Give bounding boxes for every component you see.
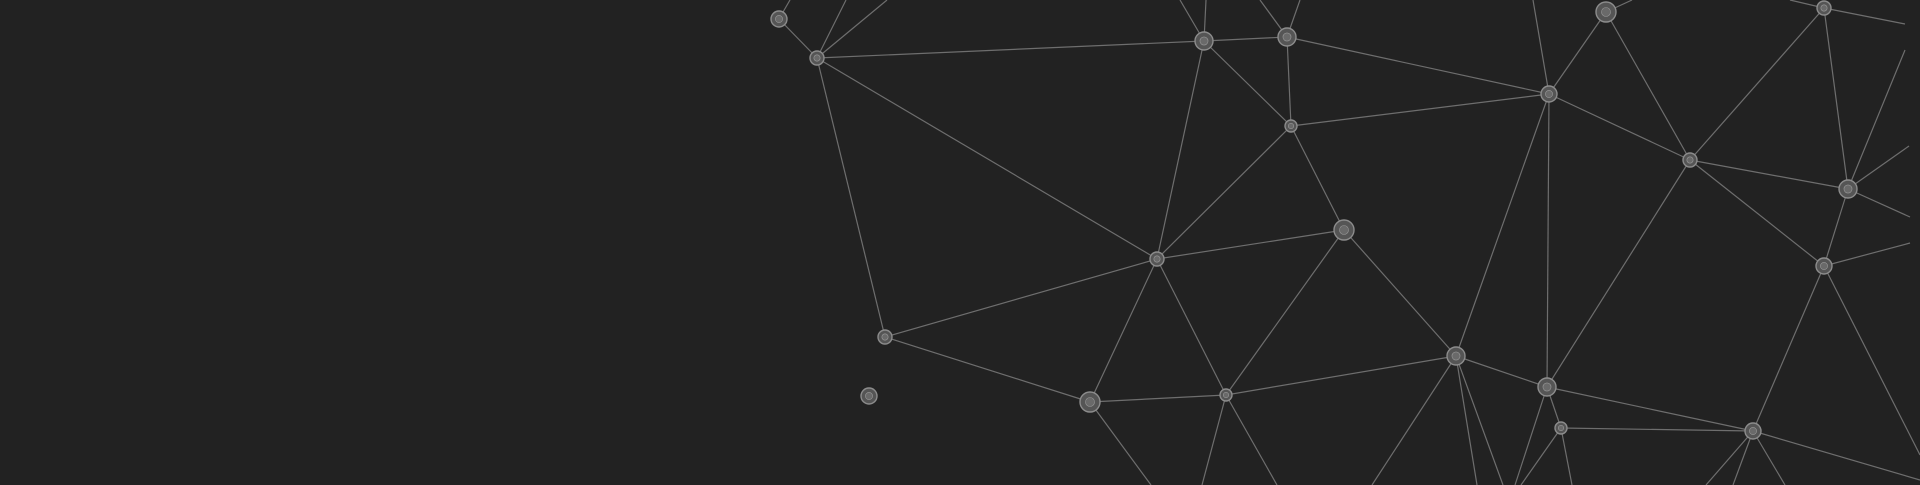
network-nodes: [770, 0, 1858, 440]
network-edge: [1371, 355, 1457, 485]
network-edge: [884, 336, 1091, 403]
network-edge: [1560, 427, 1754, 432]
network-edge: [1156, 40, 1205, 260]
network-edge: [1847, 145, 1910, 190]
network-edge: [1455, 93, 1550, 357]
network-node-core: [1820, 262, 1828, 270]
network-node-core: [1282, 32, 1292, 42]
network-edge: [1546, 159, 1691, 388]
network-edge: [1455, 355, 1548, 388]
network-edge: [816, 57, 1158, 260]
network-edge: [1156, 258, 1227, 396]
network-edge: [1514, 386, 1548, 485]
network-edge: [1156, 229, 1345, 260]
network-edge: [1203, 40, 1292, 127]
network-edge: [1343, 229, 1457, 357]
network-edge: [816, 0, 847, 59]
network-edge: [1548, 93, 1691, 161]
network-edge: [1201, 394, 1227, 485]
network-edge: [1225, 229, 1345, 396]
network-node-core: [1339, 225, 1349, 235]
network-node-core: [1601, 7, 1611, 17]
network-edge: [1823, 242, 1911, 267]
network-node-core: [1542, 382, 1552, 392]
network-node-core: [1545, 90, 1553, 98]
network-node-core: [1558, 424, 1565, 431]
network-edge: [1546, 386, 1754, 432]
network-edge: [1290, 125, 1345, 231]
network-node-core: [1288, 123, 1295, 130]
network-edge: [1689, 7, 1825, 161]
network-node-core: [1686, 156, 1694, 164]
network-node-core: [1085, 397, 1095, 407]
network-edge: [1705, 430, 1754, 485]
network-edge: [1520, 427, 1562, 485]
network-edge: [1203, 36, 1288, 42]
network-edge: [1689, 159, 1849, 190]
network-edge: [778, 18, 818, 59]
network-node-core: [865, 392, 873, 400]
network-edge: [1089, 401, 1152, 485]
network-node-core: [881, 333, 889, 341]
network-node-core: [1199, 36, 1209, 46]
network-node-core: [813, 54, 821, 62]
network-edge: [1752, 430, 1786, 485]
network-edge: [1560, 427, 1573, 485]
network-edge: [1847, 49, 1906, 190]
network-edge: [1286, 36, 1550, 95]
network-edge: [1823, 188, 1849, 267]
network-edge: [1225, 394, 1278, 485]
network-edge: [1548, 11, 1607, 95]
network-node-core: [1843, 184, 1853, 194]
network-edge: [1455, 355, 1478, 485]
network-edges: [778, 0, 1920, 485]
network-edge: [1089, 394, 1227, 403]
network-edge: [816, 57, 886, 338]
network-edge: [816, 0, 888, 59]
network-edge: [1532, 0, 1550, 95]
network-edge: [1752, 265, 1825, 432]
network-edge: [1823, 7, 1849, 190]
network-edge: [1752, 430, 1920, 481]
network-edge: [1689, 159, 1825, 267]
network-edge: [1290, 93, 1550, 127]
network-edge: [1089, 258, 1158, 403]
network-edge: [1455, 355, 1504, 485]
network-node-core: [1451, 351, 1461, 361]
network-node-core: [1749, 427, 1757, 435]
network-edge: [1847, 188, 1911, 218]
network-edge: [816, 40, 1205, 59]
network-edge: [1546, 93, 1550, 388]
network-edge: [1732, 430, 1754, 485]
network-edge: [1156, 125, 1292, 260]
network-edge: [1823, 7, 1906, 25]
network-node-core: [1820, 4, 1828, 12]
network-edge: [1286, 36, 1292, 127]
network-node-core: [775, 15, 783, 23]
network-node-core: [1153, 255, 1161, 263]
network-edge: [884, 258, 1158, 338]
network-edge: [1823, 265, 1920, 456]
network-node-core: [1223, 391, 1230, 398]
network-edge: [1225, 355, 1457, 396]
network-edge: [1605, 11, 1691, 161]
